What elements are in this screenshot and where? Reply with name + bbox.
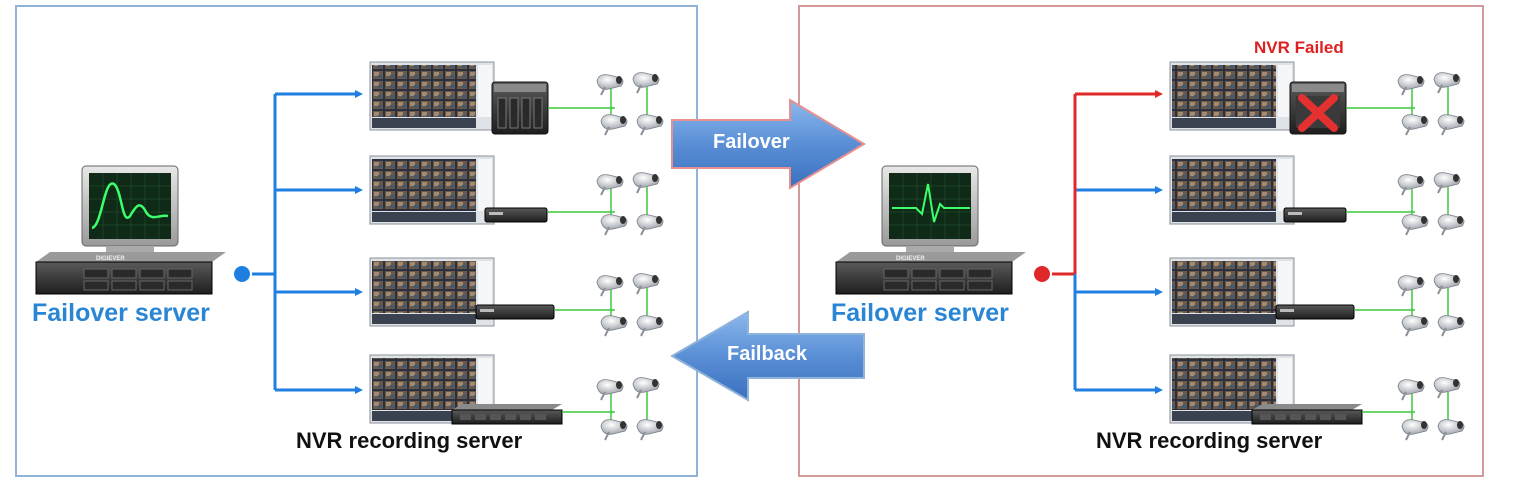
camera-icon xyxy=(596,174,624,196)
camera-icon xyxy=(636,214,664,236)
normal-operation-panel xyxy=(15,5,698,477)
nvr-screen xyxy=(369,155,495,225)
camera-icon xyxy=(1401,214,1429,236)
nvr-recording-server-label-right: NVR recording server xyxy=(1096,428,1323,453)
link-arrowhead xyxy=(1155,386,1163,394)
server-brand-text: DIGIEVER xyxy=(896,256,925,262)
rack-server-icon xyxy=(451,404,563,425)
health-monitor-icon xyxy=(81,165,179,252)
camera-icon xyxy=(1401,419,1429,441)
camera-icon xyxy=(636,114,664,136)
failover-arrow-label: Failover xyxy=(713,131,790,153)
camera-icon xyxy=(600,114,628,136)
nvr-screen xyxy=(1169,257,1295,327)
nvr-appliance-icon xyxy=(475,304,555,320)
rack-server-icon xyxy=(1251,404,1363,425)
nvr-failed-label: NVR Failed xyxy=(1254,38,1344,57)
camera-icon xyxy=(600,419,628,441)
camera-icon xyxy=(1433,172,1461,194)
health-monitor-icon xyxy=(881,165,979,252)
camera-icon xyxy=(632,377,660,399)
camera-icon xyxy=(632,273,660,295)
server-node xyxy=(1032,264,1052,284)
link-arrowhead xyxy=(355,386,363,394)
camera-icon xyxy=(1397,174,1425,196)
camera-icon xyxy=(636,419,664,441)
camera-icon xyxy=(1397,74,1425,96)
nvr-screen xyxy=(1169,61,1295,131)
camera-icon xyxy=(600,315,628,337)
nvr-appliance-icon xyxy=(484,207,548,223)
server-node xyxy=(232,264,252,284)
link-arrowhead xyxy=(355,288,363,296)
nvr-screen xyxy=(1169,354,1295,424)
camera-icon xyxy=(1433,72,1461,94)
camera-icon xyxy=(1433,377,1461,399)
camera-icon xyxy=(1437,315,1465,337)
camera-icon xyxy=(636,315,664,337)
failover-server-icon: DIGIEVER xyxy=(35,252,226,295)
link-arrowhead xyxy=(1155,186,1163,194)
failback-arrow-label: Failback xyxy=(727,343,808,365)
camera-icon xyxy=(1397,275,1425,297)
link-arrowhead xyxy=(355,90,363,98)
link-arrowhead xyxy=(355,186,363,194)
failover-arrow xyxy=(671,98,866,190)
camera-icon xyxy=(596,379,624,401)
server-brand-text: DIGIEVER xyxy=(96,256,125,262)
camera-icon xyxy=(596,74,624,96)
nvr-screen xyxy=(369,61,495,131)
failover-server-label-right: Failover server xyxy=(831,299,1009,327)
camera-icon xyxy=(632,172,660,194)
link-arrowhead xyxy=(1155,288,1163,296)
nvr-screen xyxy=(1169,155,1295,225)
camera-icon xyxy=(600,214,628,236)
camera-icon xyxy=(1437,419,1465,441)
failed-nas-icon xyxy=(1289,81,1347,135)
link-arrowhead xyxy=(1155,90,1163,98)
camera-icon xyxy=(632,72,660,94)
camera-icon xyxy=(1401,114,1429,136)
failover-operation-panel xyxy=(798,5,1484,477)
failover-server-label: Failover server xyxy=(32,299,210,327)
camera-icon xyxy=(1397,379,1425,401)
camera-icon xyxy=(1433,273,1461,295)
nas-icon xyxy=(491,81,549,135)
nvr-screen xyxy=(369,257,495,327)
nvr-recording-server-label: NVR recording server xyxy=(296,428,523,453)
nvr-appliance-icon xyxy=(1283,207,1347,223)
camera-icon xyxy=(1401,315,1429,337)
camera-icon xyxy=(596,275,624,297)
camera-icon xyxy=(1437,214,1465,236)
failback-arrow xyxy=(670,310,865,402)
camera-icon xyxy=(1437,114,1465,136)
nvr-appliance-icon xyxy=(1275,304,1355,320)
failover-server-icon: DIGIEVER xyxy=(835,252,1026,295)
